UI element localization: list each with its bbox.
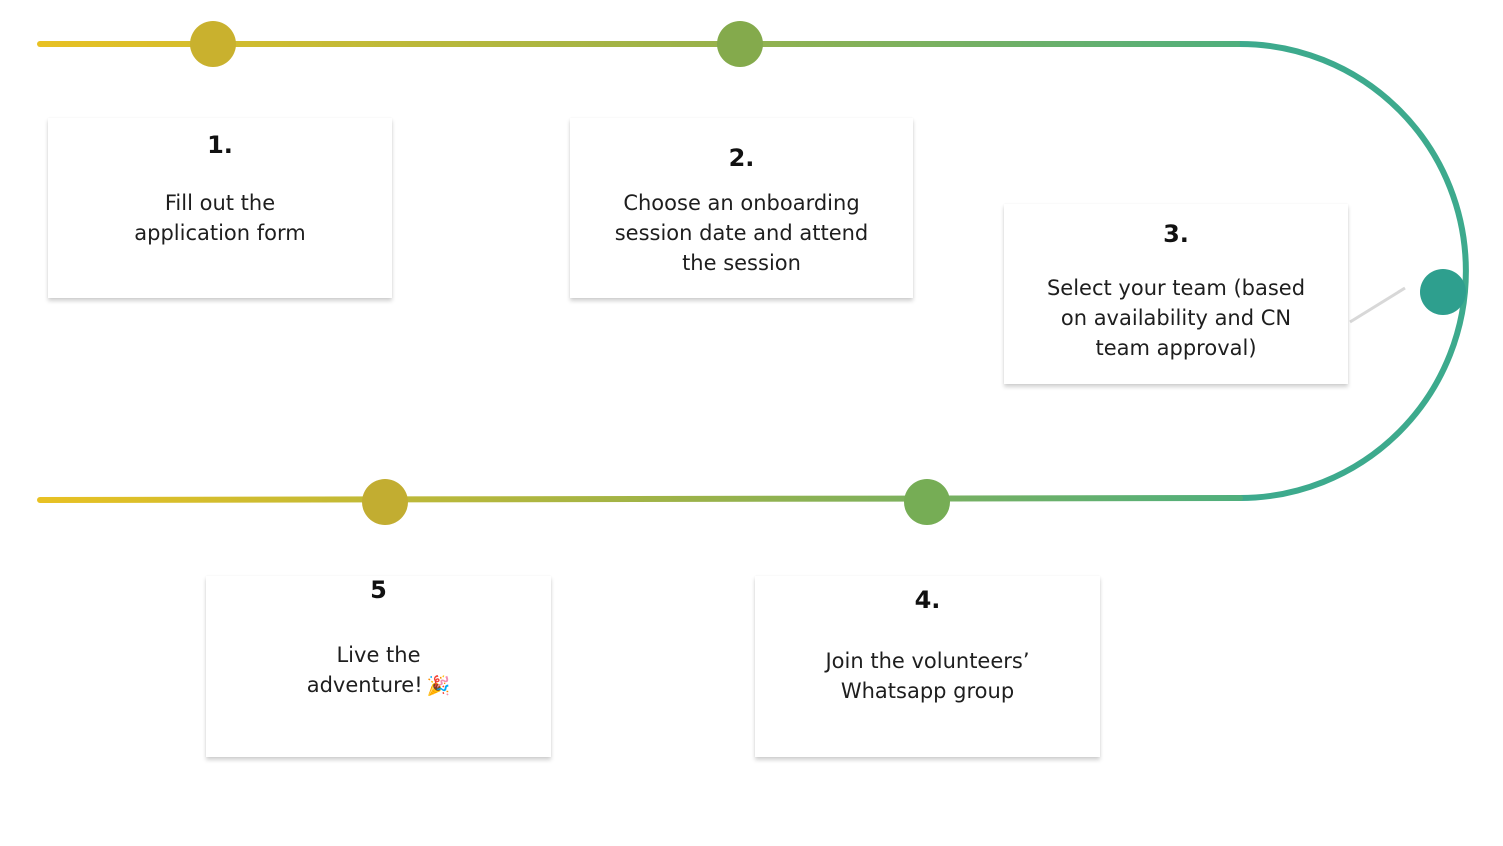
step-5-card: 5 Live the adventure!🎉 bbox=[206, 576, 551, 757]
step-3-card: 3. Select your team (based on availabili… bbox=[1004, 204, 1348, 384]
step-1-text: Fill out the application form bbox=[134, 191, 306, 245]
step-4-card: 4. Join the volunteers’ Whatsapp group bbox=[755, 576, 1100, 757]
step-5-dot bbox=[362, 479, 408, 525]
step-5-text: Live the adventure!🎉 bbox=[306, 643, 451, 697]
step-3-dot bbox=[1420, 269, 1466, 315]
party-popper-icon: 🎉 bbox=[426, 675, 451, 697]
step-2-card: 2. Choose an onboarding session date and… bbox=[570, 118, 913, 298]
step-4-number: 4. bbox=[914, 586, 941, 614]
step-2-dot bbox=[717, 21, 763, 67]
step-3-number: 3. bbox=[1163, 220, 1189, 248]
step-5-number: 5 bbox=[370, 576, 387, 604]
step3-connector bbox=[1349, 286, 1406, 324]
step-2-number: 2. bbox=[728, 144, 755, 172]
step-1-number: 1. bbox=[207, 131, 233, 159]
step-1-card: 1. Fill out the application form bbox=[48, 118, 392, 298]
step-4-dot bbox=[904, 479, 950, 525]
step-1-dot bbox=[190, 21, 236, 67]
track-bottom-line bbox=[37, 495, 1243, 503]
step-4-text: Join the volunteers’ Whatsapp group bbox=[825, 649, 1030, 703]
track-curve bbox=[1239, 41, 1469, 501]
step-3-text: Select your team (based on availability … bbox=[1046, 276, 1306, 360]
step-2-text: Choose an onboarding session date and at… bbox=[614, 191, 869, 275]
